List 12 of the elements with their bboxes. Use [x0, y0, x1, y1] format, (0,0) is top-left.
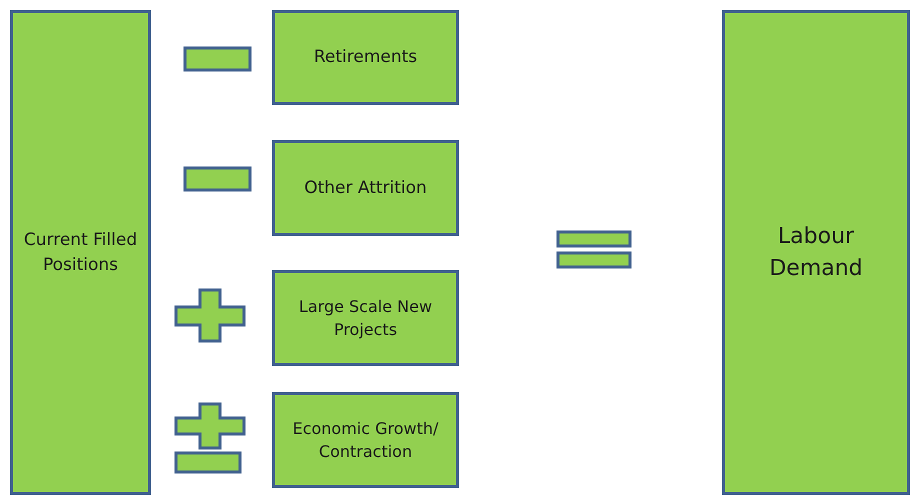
process-box [272, 140, 459, 236]
box-label: Retirements [314, 46, 418, 70]
process-box [272, 10, 459, 105]
box-label: Other Attrition [304, 176, 427, 200]
box-label: Economic Growth/ Contraction [292, 418, 440, 463]
box-label: Labour Demand [768, 222, 864, 282]
box-label: Current Filled Positions [22, 228, 138, 276]
process-box [722, 10, 910, 495]
process-box [272, 392, 459, 488]
box-label: Large Scale New Projects [298, 296, 434, 341]
process-box [10, 10, 151, 495]
process-box [272, 270, 459, 366]
